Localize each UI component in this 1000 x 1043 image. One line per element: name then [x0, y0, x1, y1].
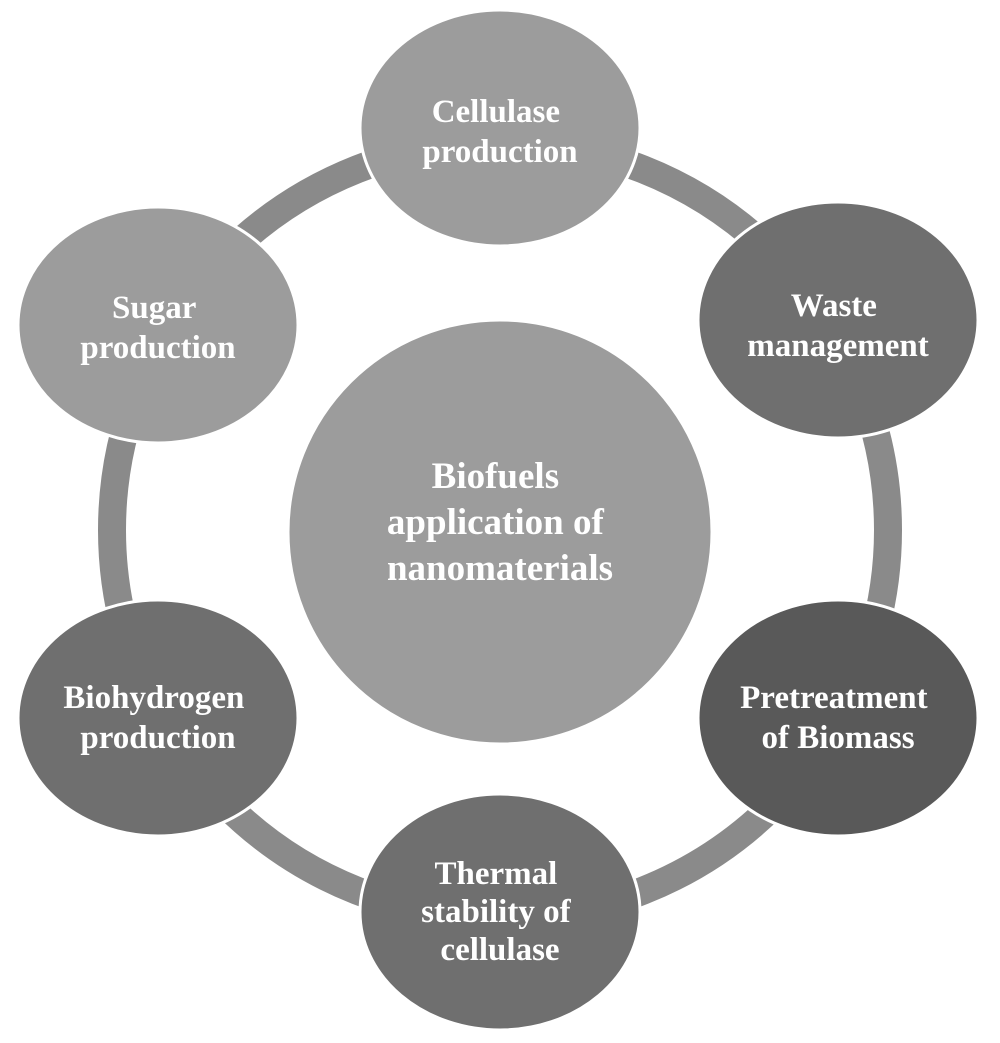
node-sugar-production-label: Sugar production: [80, 290, 235, 366]
node-thermal-stability-of-cellulase: Thermal stability of cellulase: [358, 792, 642, 1032]
center-label-line-3: nanomaterials: [387, 548, 613, 589]
center-hub: Biofuels application of nanomaterials: [286, 318, 714, 746]
node-label-line: stability of: [421, 894, 571, 930]
center-label-line-2: application of: [387, 502, 605, 543]
node-sugar-production: Sugar production: [16, 205, 300, 445]
node-biohydrogen-production-circle: [16, 598, 300, 838]
node-label-line: Sugar: [112, 290, 196, 326]
node-label-line: cellulase: [440, 932, 559, 968]
node-biohydrogen-production: Biohydrogen production: [16, 598, 300, 838]
node-cellulase-production-label: Cellulase production: [422, 94, 577, 170]
node-label-line: production: [80, 330, 235, 366]
node-biohydrogen-production-label: Biohydrogen production: [63, 680, 252, 756]
center-circle: [286, 318, 714, 746]
node-waste-management-circle: [696, 200, 980, 440]
node-thermal-stability-of-cellulase-label: Thermal stability of cellulase: [421, 856, 579, 968]
center-label: Biofuels application of nanomaterials: [387, 456, 613, 589]
node-pretreatment-of-biomass: Pretreatment of Biomass: [696, 598, 980, 838]
node-label-line: Waste: [791, 288, 877, 324]
node-label-line: production: [80, 720, 235, 756]
node-cellulase-production: Cellulase production: [358, 8, 642, 248]
node-label-line: Biohydrogen: [63, 680, 244, 716]
node-label-line: management: [747, 328, 928, 364]
node-label-line: Cellulase: [432, 94, 560, 130]
node-thermal-stability-of-cellulase-circle: [358, 792, 642, 1032]
node-pretreatment-of-biomass-label: Pretreatment of Biomass: [740, 680, 936, 756]
node-pretreatment-of-biomass-circle: [696, 598, 980, 838]
center-label-line-1: Biofuels: [432, 456, 559, 497]
node-waste-management-label: Waste management: [747, 288, 928, 364]
node-sugar-production-circle: [16, 205, 300, 445]
node-cellulase-production-circle: [358, 8, 642, 248]
node-label-line: Pretreatment: [740, 680, 928, 716]
node-waste-management: Waste management: [696, 200, 980, 440]
node-label-line: Thermal: [434, 856, 557, 892]
node-label-line: of Biomass: [761, 720, 914, 756]
node-label-line: production: [422, 134, 577, 170]
